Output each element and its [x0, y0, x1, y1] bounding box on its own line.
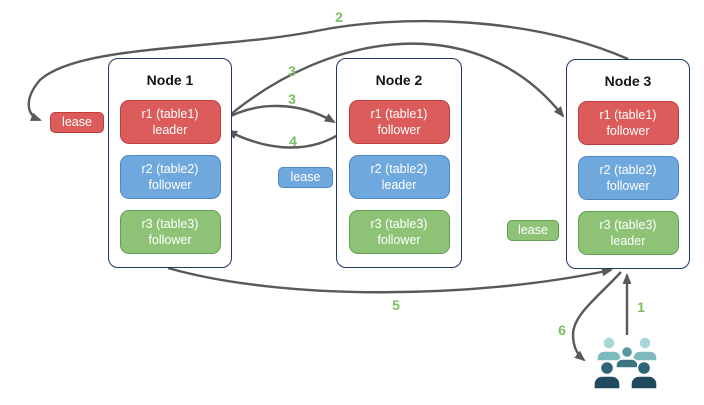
- node-3-replica-r3: r3 (table3) leader: [577, 211, 679, 255]
- node-3-replica-r1: r1 (table1) follower: [577, 101, 679, 145]
- step-label-2: 2: [335, 9, 343, 25]
- node-2-title: Node 2: [375, 72, 423, 88]
- arrow-step-6: [571, 271, 622, 362]
- replica-label: r1 (table1): [599, 108, 657, 122]
- node-2-replica-r3: r3 (table3) follower: [348, 210, 450, 254]
- node-1-replica-r1: r1 (table1) leader: [119, 100, 221, 144]
- node-3-replica-r2: r2 (table2) follower: [577, 156, 679, 200]
- user-front-left: [594, 360, 621, 390]
- replica-label: r3 (table3): [141, 217, 199, 231]
- node-1-replica-r3: r3 (table3) follower: [119, 210, 221, 254]
- step-label-1: 1: [637, 299, 645, 315]
- user-front-right: [630, 360, 658, 390]
- replica-role: follower: [148, 233, 192, 247]
- arrow-step-5: [167, 266, 613, 294]
- replica-label: r2 (table2): [599, 163, 657, 177]
- step-label-4: 4: [289, 133, 297, 149]
- step-label-6: 6: [558, 322, 566, 338]
- node-1-replica-r2: r2 (table2) follower: [119, 155, 221, 199]
- replica-label: r1 (table1): [141, 107, 199, 121]
- lease-badge-table2: lease: [278, 167, 333, 188]
- users-group-icon: [594, 336, 658, 390]
- replica-label: r2 (table2): [370, 162, 428, 176]
- replica-role: leader: [610, 234, 646, 248]
- replica-label: r2 (table2): [141, 162, 199, 176]
- arrow-step-3-to-node2: [222, 104, 336, 124]
- node-3-title: Node 3: [604, 73, 652, 89]
- lease-badge-table3: lease: [507, 220, 559, 241]
- lease-badge-table1: lease: [50, 112, 104, 133]
- replica-role: leader: [152, 123, 188, 137]
- replica-label: r1 (table1): [370, 107, 428, 121]
- replica-role: follower: [606, 179, 650, 193]
- user-back-right: [632, 336, 658, 362]
- replica-role: leader: [381, 178, 417, 192]
- replica-role: follower: [606, 124, 650, 138]
- node-panel-2: Node 2 r1 (table1) follower r2 (table2) …: [336, 58, 462, 268]
- replica-label: r3 (table3): [599, 218, 657, 232]
- node-2-replica-r1: r1 (table1) follower: [348, 100, 450, 144]
- step-label-5: 5: [392, 297, 400, 313]
- node-panel-3: Node 3 r1 (table1) follower r2 (table2) …: [566, 59, 690, 269]
- node-panel-1: Node 1 r1 (table1) leader r2 (table2) fo…: [108, 58, 232, 268]
- replica-label: r3 (table3): [370, 217, 428, 231]
- node-1-title: Node 1: [146, 72, 194, 88]
- step-label-3b: 3: [288, 91, 296, 107]
- node-2-replica-r2: r2 (table2) leader: [348, 155, 450, 199]
- replica-role: follower: [148, 178, 192, 192]
- arrow-step-2: [27, 19, 629, 122]
- user-back-left: [596, 336, 622, 362]
- step-label-3a: 3: [288, 63, 296, 79]
- arrow-step-4: [226, 129, 345, 149]
- replica-role: follower: [377, 233, 421, 247]
- arrow-step-3-to-node3: [222, 42, 565, 122]
- replica-role: follower: [377, 123, 421, 137]
